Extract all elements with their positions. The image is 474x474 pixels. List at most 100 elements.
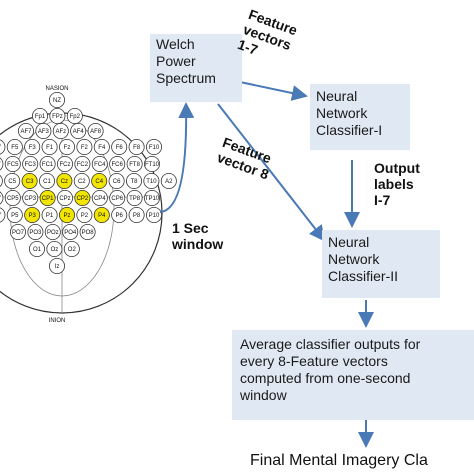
electrode-label: Pz bbox=[63, 213, 70, 219]
electrode-nz: NZ bbox=[49, 92, 66, 109]
average-line-2: every 8-Feature vectors bbox=[240, 353, 388, 369]
electrode-label: NZ bbox=[53, 98, 61, 104]
welch-line-3: Spectrum bbox=[156, 70, 216, 86]
nn2-line-2: Network bbox=[328, 251, 380, 267]
nn2-line-1: Neural bbox=[328, 234, 370, 250]
electrode-f6: F6 bbox=[111, 138, 128, 155]
nasion-label: NASION bbox=[45, 86, 68, 92]
electrode-fc3: FC3 bbox=[22, 155, 39, 172]
electrode-label: CP2 bbox=[77, 196, 89, 202]
electrode-cp6: CP6 bbox=[109, 189, 126, 206]
electrode-label: P3 bbox=[29, 213, 37, 219]
window-line-2: window bbox=[172, 236, 224, 252]
electrode-label: F6 bbox=[116, 145, 124, 151]
neural-network-classifier-2-box: Neural Network Classifier-II bbox=[322, 230, 440, 298]
electrode-poz: POz bbox=[44, 223, 61, 240]
electrode-label: A2 bbox=[165, 179, 173, 185]
electrode-label: FC6 bbox=[112, 162, 124, 168]
electrode-f4: F4 bbox=[93, 138, 110, 155]
electrode-label: PO3 bbox=[29, 230, 42, 236]
electrode-label: CPz bbox=[59, 196, 70, 202]
electrode-fc2: FC2 bbox=[74, 155, 91, 172]
electrode-label: PO4 bbox=[64, 230, 77, 236]
electrode-label: CP6 bbox=[111, 196, 123, 202]
electrode-o2: O2 bbox=[63, 240, 80, 257]
electrode-t8: T8 bbox=[126, 172, 143, 189]
electrode-p7: P7 bbox=[0, 207, 6, 223]
electrode-f2: F2 bbox=[76, 138, 93, 155]
electrode-c6: C6 bbox=[108, 172, 125, 189]
electrode-c4: C4 bbox=[91, 172, 108, 189]
electrode-label: F2 bbox=[81, 145, 89, 151]
nn1-line-3: Classifier-I bbox=[316, 122, 383, 138]
electrode-p2: P2 bbox=[76, 206, 93, 223]
output-line-3: I-7 bbox=[374, 192, 391, 208]
electrode-af8: AF8 bbox=[87, 123, 104, 140]
electrode-pz: Pz bbox=[59, 206, 76, 223]
electrode-cz: Cz bbox=[56, 172, 73, 189]
arrow-welch-to-nn1 bbox=[239, 81, 308, 101]
electrode-fpz: FPz bbox=[49, 108, 66, 125]
electrode-label: C3 bbox=[26, 179, 34, 185]
nn1-line-1: Neural bbox=[316, 88, 358, 104]
electrode-fc4: FC4 bbox=[91, 155, 108, 172]
electrode-fz: Fz bbox=[59, 138, 76, 155]
electrode-c2: C2 bbox=[73, 172, 90, 189]
electrode-po4: PO4 bbox=[62, 223, 79, 240]
electrode-label: P8 bbox=[133, 213, 141, 219]
output-line-1: Output bbox=[374, 160, 420, 176]
one-sec-window-label: 1 Sec window bbox=[172, 220, 223, 252]
electrode-label: Iz bbox=[55, 264, 60, 270]
electrode-a2: A2 bbox=[160, 172, 177, 189]
electrode-label: Fp2 bbox=[70, 114, 81, 120]
welch-power-spectrum-box: Welch Power Spectrum bbox=[150, 34, 242, 102]
electrode-label: P2 bbox=[81, 213, 89, 219]
electrode-label: FT10 bbox=[145, 162, 160, 168]
electrode-label: PO8 bbox=[82, 230, 95, 236]
electrode-af4: AF4 bbox=[70, 123, 87, 140]
electrode-label: F5 bbox=[11, 145, 19, 151]
electrode-p4: P4 bbox=[93, 206, 110, 223]
electrode-label: Oz bbox=[51, 247, 59, 253]
electrode-po8: PO8 bbox=[79, 223, 96, 240]
electrode-label: TP8 bbox=[129, 196, 141, 202]
electrode-label: P7 bbox=[0, 213, 2, 219]
arrow-welch-to-nn2 bbox=[217, 103, 326, 242]
electrode-label: C2 bbox=[78, 179, 86, 185]
electrode-label: P10 bbox=[149, 213, 160, 219]
electrode-label: FT8 bbox=[129, 162, 140, 168]
electrode-label: P5 bbox=[11, 213, 19, 219]
electrode-p10: P10 bbox=[145, 206, 162, 223]
electrode-ft8: FT8 bbox=[126, 155, 143, 172]
electrode-c1: C1 bbox=[39, 172, 56, 189]
electrode-f7: F7 bbox=[0, 139, 6, 155]
electrode-label: C6 bbox=[113, 179, 121, 185]
arrow-window-to-welch bbox=[159, 102, 195, 213]
electrode-label: FC4 bbox=[94, 162, 106, 168]
electrode-label: C5 bbox=[8, 179, 16, 185]
electrode-label: F3 bbox=[29, 145, 37, 151]
electrode-label: CP3 bbox=[24, 196, 36, 202]
average-line-3: computed from one-second bbox=[240, 370, 411, 386]
electrode-tp7: TP7 bbox=[0, 191, 4, 205]
electrode-ft7: FT7 bbox=[0, 157, 4, 171]
electrode-label: AF7 bbox=[20, 129, 32, 135]
window-line-1: 1 Sec bbox=[172, 220, 209, 236]
electrode-f3: F3 bbox=[24, 138, 41, 155]
inion-label: INION bbox=[49, 318, 66, 324]
electrode-label: POz bbox=[47, 230, 59, 236]
electrode-label: P4 bbox=[98, 213, 106, 219]
average-classifier-outputs-box: Average classifier outputs for every 8-F… bbox=[232, 330, 474, 420]
electrode-label: PO7 bbox=[12, 230, 25, 236]
electrode-label: C1 bbox=[43, 179, 51, 185]
electrode-fcz: FCz bbox=[57, 155, 74, 172]
electrode-label: Fz bbox=[64, 145, 71, 151]
electrode-label: O2 bbox=[68, 247, 77, 253]
electrode-c3: C3 bbox=[21, 172, 38, 189]
electrode-fp1: Fp1 bbox=[32, 108, 49, 125]
electrode-label: F1 bbox=[46, 145, 54, 151]
electrode-label: AF3 bbox=[38, 129, 50, 135]
electrode-f8: F8 bbox=[128, 138, 145, 155]
electrode-label: FC1 bbox=[42, 162, 54, 168]
